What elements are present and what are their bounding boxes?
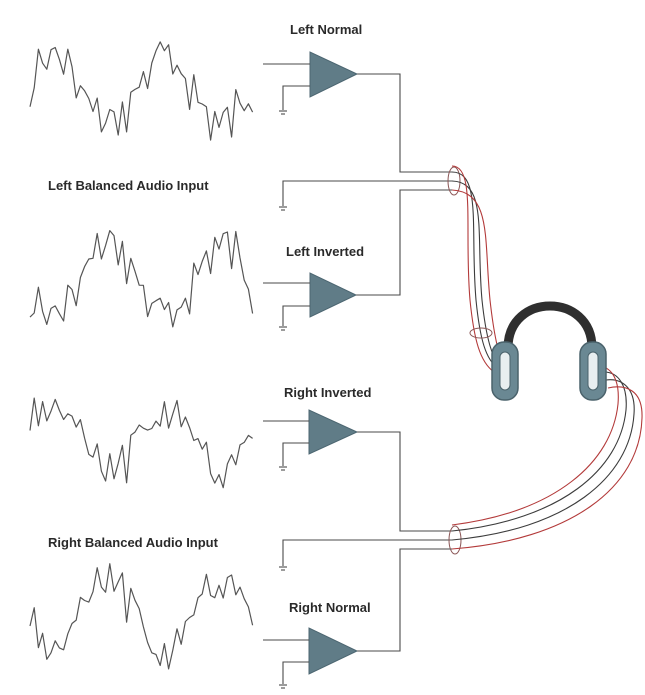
right-cable-bundle bbox=[448, 365, 643, 555]
triangle-amplifier-icon bbox=[309, 51, 359, 98]
cable-wire bbox=[451, 371, 627, 532]
label-right-balanced-input: Right Balanced Audio Input bbox=[48, 535, 219, 550]
output-wire bbox=[357, 548, 452, 652]
ground-symbol-icon bbox=[279, 466, 287, 471]
triangle-amplifier-icon bbox=[308, 627, 359, 675]
amp-stage-left-normal bbox=[263, 51, 452, 173]
triangle-amplifier-icon bbox=[308, 409, 359, 455]
cable-clamp bbox=[448, 525, 462, 555]
right-balanced-ground bbox=[279, 539, 452, 571]
left-balanced-ground bbox=[279, 180, 452, 211]
ground-wire bbox=[282, 305, 310, 326]
ground-symbol-icon bbox=[279, 566, 287, 571]
ground-wire bbox=[282, 539, 452, 566]
ground-symbol-icon bbox=[279, 326, 287, 331]
label-right-inverted: Right Inverted bbox=[284, 385, 371, 400]
waveform-left-normal bbox=[29, 41, 254, 141]
cable-wire bbox=[451, 379, 635, 541]
cable-clamp bbox=[447, 166, 461, 196]
label-left-inverted: Left Inverted bbox=[286, 244, 364, 259]
label-right-normal: Right Normal bbox=[289, 600, 371, 615]
waveform-right-normal bbox=[29, 563, 254, 670]
cable-wire bbox=[451, 365, 619, 526]
cable-wire bbox=[451, 171, 499, 369]
ground-wire bbox=[282, 661, 309, 684]
output-wire bbox=[356, 189, 452, 296]
left-earcup-inner bbox=[499, 351, 511, 391]
label-left-balanced-input: Left Balanced Audio Input bbox=[48, 178, 209, 193]
labels: Left Normal Left Balanced Audio Input Le… bbox=[48, 22, 371, 615]
waveform-right-inverted bbox=[29, 397, 253, 489]
amp-stage-right-normal bbox=[263, 548, 452, 689]
output-wire bbox=[357, 73, 452, 173]
ground-symbol-icon bbox=[279, 206, 287, 211]
headphones-icon bbox=[491, 301, 607, 401]
amp-stage-left-inverted bbox=[263, 189, 452, 331]
ground-symbol-icon bbox=[279, 684, 287, 689]
headphone-band bbox=[503, 301, 597, 353]
cable-wire bbox=[451, 386, 643, 550]
triangle-amplifier-icon bbox=[309, 272, 358, 318]
amp-stage-right-inverted bbox=[263, 409, 452, 532]
output-wire bbox=[357, 431, 452, 532]
right-earcup-inner bbox=[587, 351, 599, 391]
label-left-normal: Left Normal bbox=[290, 22, 362, 37]
ground-wire bbox=[282, 180, 452, 206]
ground-symbol-icon bbox=[279, 110, 287, 115]
ground-wire bbox=[282, 85, 310, 110]
cable-clamp bbox=[469, 327, 493, 339]
waveform-left-inverted bbox=[29, 230, 254, 328]
cable-wire bbox=[451, 165, 495, 373]
ground-wire bbox=[282, 442, 309, 466]
waveforms bbox=[29, 41, 254, 670]
